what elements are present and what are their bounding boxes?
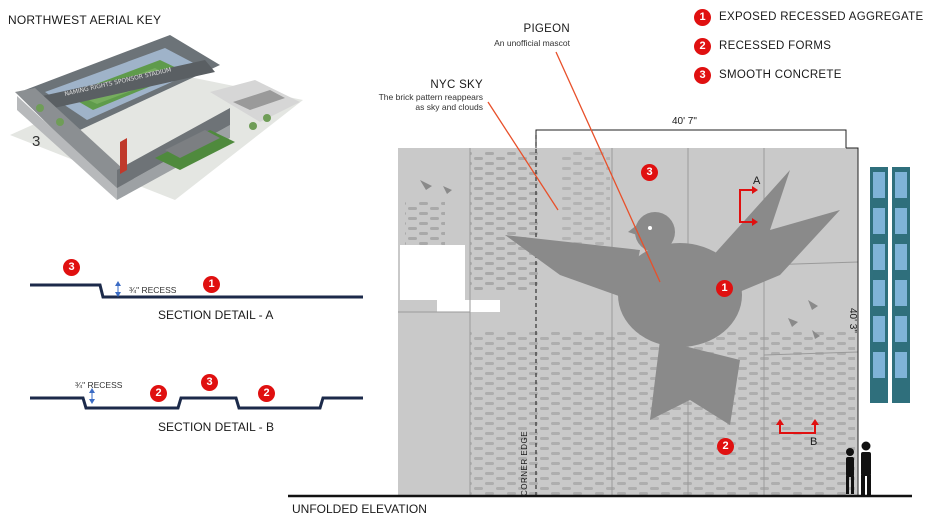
legend-badge-1: 1 bbox=[694, 8, 711, 26]
elevation-badge-3: 3 bbox=[641, 164, 658, 181]
section-a-recess-label: ¾" RECESS bbox=[129, 285, 177, 295]
stadium-aerial-image: NAMING RIGHTS SPONSOR STADIUM bbox=[10, 35, 303, 200]
legend-label-1: EXPOSED RECESSED AGGREGATE bbox=[719, 11, 924, 23]
height-dimension: 40' 3" bbox=[847, 308, 858, 333]
scale-figures bbox=[846, 441, 871, 495]
section-details-drawing bbox=[30, 281, 363, 410]
legend-item-1: 1 EXPOSED RECESSED AGGREGATE bbox=[694, 8, 923, 26]
nyc-sky-leader-line bbox=[487, 101, 559, 211]
section-a-marker-label: A bbox=[753, 175, 761, 187]
brick-sky-pattern bbox=[470, 150, 540, 290]
pigeon-annotation-title: PIGEON bbox=[523, 23, 570, 35]
section-b-recess-label: ¾" RECESS bbox=[75, 380, 123, 390]
section-b-profile bbox=[30, 396, 363, 410]
section-a-badge-3: 3 bbox=[63, 259, 80, 276]
legend-label-3: SMOOTH CONCRETE bbox=[719, 69, 842, 81]
legend-item-2: 2 RECESSED FORMS bbox=[694, 37, 831, 55]
section-a-title: SECTION DETAIL - A bbox=[158, 308, 274, 322]
pigeon-leader-line bbox=[555, 51, 661, 283]
nyc-sky-annotation-subtitle-2: as sky and clouds bbox=[415, 102, 483, 112]
section-b-badge-2-left: 2 bbox=[150, 385, 167, 402]
elevation-badge-2: 2 bbox=[717, 438, 734, 455]
aerial-key-heading: NORTHWEST AERIAL KEY bbox=[8, 13, 162, 27]
width-dimension: 40' 7" bbox=[672, 116, 697, 127]
section-a-marker bbox=[739, 186, 758, 226]
nyc-sky-annotation-subtitle-1: The brick pattern reappears bbox=[378, 92, 483, 102]
legend-label-2: RECESSED FORMS bbox=[719, 40, 832, 52]
elevation-title: UNFOLDED ELEVATION bbox=[292, 502, 427, 516]
section-a-badge-1: 1 bbox=[203, 276, 220, 293]
legend-badge-3: 3 bbox=[694, 66, 711, 84]
pigeon-annotation-subtitle: An unofficial mascot bbox=[494, 38, 570, 48]
section-b-marker-label: B bbox=[810, 436, 818, 448]
legend-item-3: 3 SMOOTH CONCRETE bbox=[694, 66, 842, 84]
section-b-badge-3: 3 bbox=[201, 374, 218, 391]
section-b-marker bbox=[776, 419, 819, 434]
section-a-profile bbox=[30, 283, 363, 299]
legend-badge-2: 2 bbox=[694, 37, 711, 55]
elevation-badge-1: 1 bbox=[716, 280, 733, 297]
aerial-key-number: 3 bbox=[32, 133, 41, 150]
pigeon-silhouette bbox=[505, 170, 840, 425]
nyc-sky-annotation-title: NYC SKY bbox=[430, 79, 483, 91]
corner-edge-label: CORNER EDGE bbox=[520, 430, 529, 496]
section-b-badge-2-right: 2 bbox=[258, 385, 275, 402]
section-b-title: SECTION DETAIL - B bbox=[158, 420, 275, 434]
